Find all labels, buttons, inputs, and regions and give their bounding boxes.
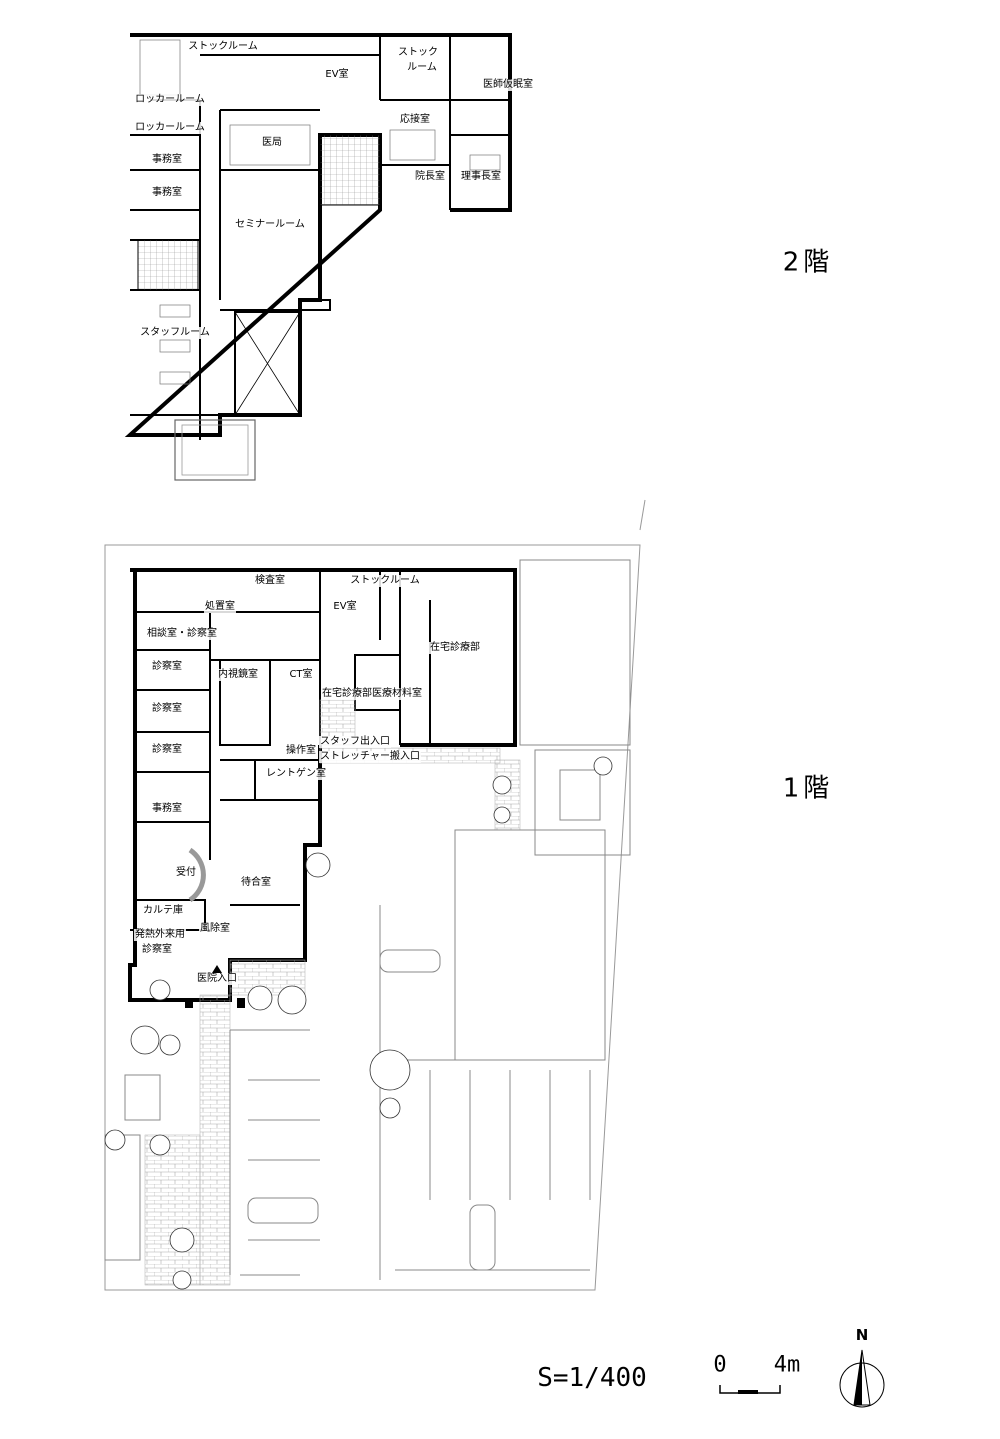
- room-label: 院長室: [414, 171, 446, 183]
- room-label: 相談室・診察室: [146, 628, 218, 640]
- room-label: 診察室: [151, 661, 183, 673]
- room-label: ロッカールーム: [134, 94, 206, 106]
- room-label: ロッカールーム: [134, 122, 206, 134]
- floor-title-1f: 1階: [782, 773, 834, 804]
- room-label: スタッフルーム: [139, 327, 211, 339]
- entrance-label: 医院入口: [196, 973, 238, 985]
- room-label: 処置室: [204, 601, 236, 613]
- north-label: N: [855, 1326, 869, 1344]
- scale-text: S=1/400: [537, 1363, 647, 1393]
- room-label: 待合室: [240, 877, 272, 889]
- room-label: ルーム: [406, 62, 438, 74]
- room-label: セミナールーム: [234, 219, 306, 231]
- scale-bar-end: 4m: [773, 1352, 801, 1378]
- room-label: 在宅診療部: [429, 642, 481, 654]
- room-label: EV室: [332, 601, 358, 613]
- room-label: 診察室: [151, 744, 183, 756]
- room-label: 事務室: [151, 803, 183, 815]
- second-floor-plan: [124, 33, 512, 481]
- room-label: レントゲン室: [265, 768, 327, 780]
- room-label: 事務室: [151, 154, 183, 166]
- room-label: 応接室: [399, 114, 431, 126]
- first-floor-plan: [104, 499, 646, 1291]
- room-label: ストレッチャー搬入口: [319, 751, 421, 763]
- scale-bar: [719, 1385, 781, 1394]
- room-label: ストック: [397, 47, 439, 59]
- room-label: CT室: [288, 669, 314, 681]
- room-label: 診察室: [151, 703, 183, 715]
- room-label: 医師仮眠室: [482, 79, 534, 91]
- room-label: 受付: [175, 867, 197, 879]
- room-label: 理事長室: [460, 171, 502, 183]
- floor-title-2f: 2階: [782, 247, 834, 278]
- room-label: 操作室: [285, 745, 317, 757]
- room-label: スタッフ出入口: [319, 736, 391, 748]
- room-label: 発熱外来用: [134, 929, 186, 941]
- room-label: カルテ庫: [142, 905, 184, 917]
- room-label: 医局: [261, 137, 283, 149]
- room-label: ストックルーム: [349, 575, 421, 587]
- north-arrow-icon: [839, 1349, 885, 1408]
- scale-bar-start: 0: [713, 1352, 727, 1378]
- room-label: 診察室: [141, 944, 173, 956]
- room-label: ストックルーム: [187, 41, 259, 53]
- room-label: 在宅診療部医療材料室: [321, 688, 423, 700]
- room-label: 検査室: [254, 575, 286, 587]
- room-label: 風除室: [199, 923, 231, 935]
- room-label: 内視鏡室: [217, 669, 259, 681]
- room-label: 事務室: [151, 187, 183, 199]
- room-label: EV室: [324, 69, 350, 81]
